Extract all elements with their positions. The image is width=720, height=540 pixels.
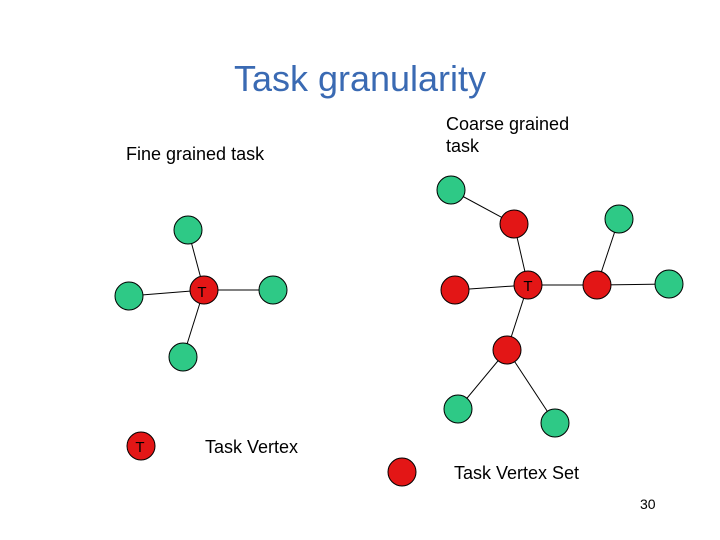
coarse-node-bottom-left	[443, 394, 473, 424]
legend-task-vertex-set-text: Task Vertex Set	[454, 463, 580, 483]
fine-node-bottom	[168, 342, 198, 372]
coarse-task-vertex	[513, 270, 543, 300]
coarse-edge-9	[506, 349, 556, 424]
coarse-red-node-left	[440, 275, 470, 305]
legend-task-vertex-text: Task Vertex	[205, 437, 299, 457]
legend: T	[126, 431, 417, 487]
coarse-red-node-upper	[499, 209, 529, 239]
legend-task-vertex-label: T	[135, 439, 144, 456]
fine-grained-graph: T	[114, 215, 288, 372]
fine-node-right	[258, 275, 288, 305]
coarse-red-node-lower	[492, 335, 522, 365]
fine-task-label: T	[197, 284, 206, 301]
page-number: 30	[640, 496, 656, 512]
coarse-node-top-right	[604, 204, 634, 234]
fine-task-vertex	[189, 275, 219, 305]
coarse-node-top-left	[436, 175, 466, 205]
coarse-grained-graph: T	[436, 175, 684, 438]
slide-title: Task granularity	[233, 58, 487, 99]
legend-task-vertex-symbol	[126, 431, 156, 461]
coarse-node-far-right	[654, 269, 684, 299]
legend-task-vertex-set-symbol	[387, 457, 417, 487]
fine-node-top	[173, 215, 203, 245]
coarse-node-bottom-right	[540, 408, 570, 438]
coarse-red-node-right	[582, 270, 612, 300]
coarse-task-label: T	[523, 278, 532, 295]
coarse-grained-label: Coarse grained task	[446, 114, 570, 156]
fine-grained-label: Fine grained task	[126, 144, 265, 164]
fine-node-left	[114, 281, 144, 311]
